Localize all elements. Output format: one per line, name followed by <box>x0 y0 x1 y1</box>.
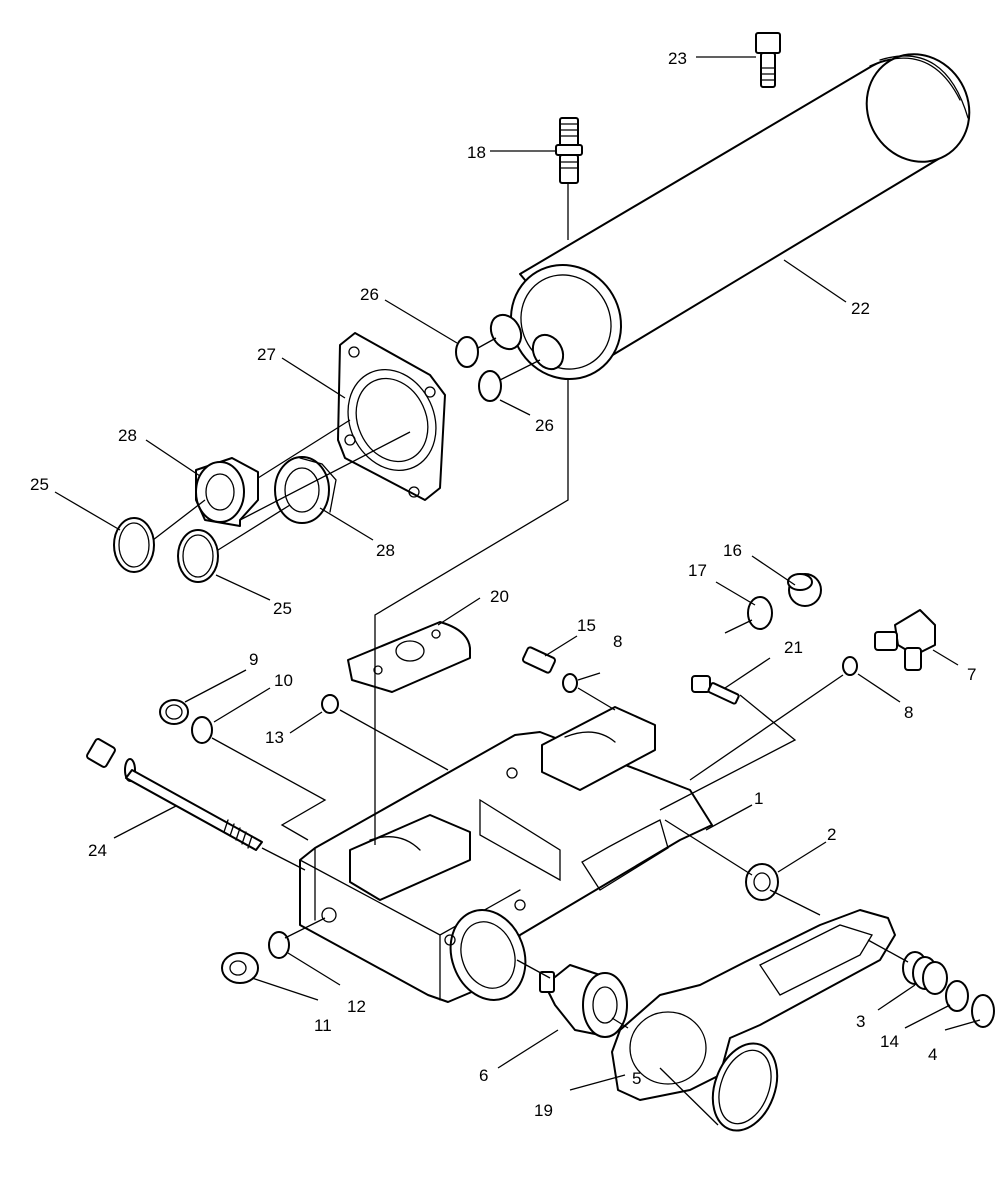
callout-22: 22 <box>851 299 870 318</box>
fitting-part-15 <box>522 646 556 674</box>
callout-12: 12 <box>347 997 366 1016</box>
leader-lines <box>54 56 981 1126</box>
spring-part-3 <box>902 951 948 995</box>
o-ring-part-25-right <box>177 529 219 583</box>
plug-part-16 <box>787 573 822 607</box>
snap-ring-part-4 <box>971 994 995 1028</box>
bolt-part-21 <box>691 675 740 705</box>
callout-26b: 26 <box>535 416 554 435</box>
plate-part-20 <box>347 621 471 693</box>
gasket-part-19 <box>611 909 896 1101</box>
callout-28a: 28 <box>118 426 137 445</box>
callout-27: 27 <box>257 345 276 364</box>
callout-15: 15 <box>577 616 596 635</box>
o-ring-part-26-upper <box>455 336 479 368</box>
o-ring-part-26-lower <box>478 370 502 402</box>
callout-6: 6 <box>479 1066 488 1085</box>
callout-11: 11 <box>314 1016 332 1035</box>
callout-20: 20 <box>490 587 509 606</box>
callout-28b: 28 <box>376 541 395 560</box>
callout-25b: 25 <box>273 599 292 618</box>
callout-4: 4 <box>928 1045 937 1064</box>
flange-part-28-left <box>195 457 259 527</box>
plug-part-11 <box>221 952 259 984</box>
o-ring-part-10 <box>191 716 213 744</box>
o-ring-part-17 <box>747 596 773 630</box>
plug-part-13 <box>321 694 339 714</box>
plug-part-9 <box>159 699 189 725</box>
callout-3: 3 <box>856 1012 865 1031</box>
o-ring-part-8-right <box>842 656 858 676</box>
alignment-lines <box>152 183 909 1029</box>
o-ring-part-12 <box>268 931 290 959</box>
stud-part-18 <box>555 117 583 184</box>
callout-9: 9 <box>249 650 258 669</box>
washer-part-14 <box>945 980 969 1012</box>
callout-18: 18 <box>467 143 486 162</box>
callout-24: 24 <box>88 841 107 860</box>
bolt-part-24 <box>86 738 263 851</box>
o-ring-part-25-left <box>113 517 155 573</box>
flange-part-28-right <box>274 456 337 524</box>
bolt-part-23 <box>755 32 781 88</box>
housing-part-1 <box>299 706 713 1003</box>
cylinder-part-22 <box>489 53 971 381</box>
callout-8a: 8 <box>613 632 622 651</box>
callout-2: 2 <box>827 825 836 844</box>
callout-8b: 8 <box>904 703 913 722</box>
callout-26a: 26 <box>360 285 379 304</box>
gasket-part-27 <box>337 332 446 501</box>
callout-1: 1 <box>754 789 763 808</box>
callout-19: 19 <box>534 1101 553 1120</box>
callout-10: 10 <box>274 671 293 690</box>
elbow-fitting-part-7 <box>874 609 936 671</box>
callout-labels: 1 2 3 4 5 6 7 8 8 9 10 11 12 13 14 15 16… <box>30 49 976 1120</box>
callout-7: 7 <box>967 665 976 684</box>
callout-16: 16 <box>723 541 742 560</box>
snap-ring-part-5 <box>711 1042 779 1132</box>
thermostat-part-6 <box>539 964 628 1038</box>
o-ring-part-8-left <box>562 673 578 693</box>
callout-23: 23 <box>668 49 687 68</box>
callout-14: 14 <box>880 1032 899 1051</box>
nut-part-2 <box>745 863 779 901</box>
callout-5: 5 <box>632 1069 641 1088</box>
callout-21: 21 <box>784 638 803 657</box>
callout-17: 17 <box>688 561 707 580</box>
callout-13: 13 <box>265 728 284 747</box>
callout-25a: 25 <box>30 475 49 494</box>
